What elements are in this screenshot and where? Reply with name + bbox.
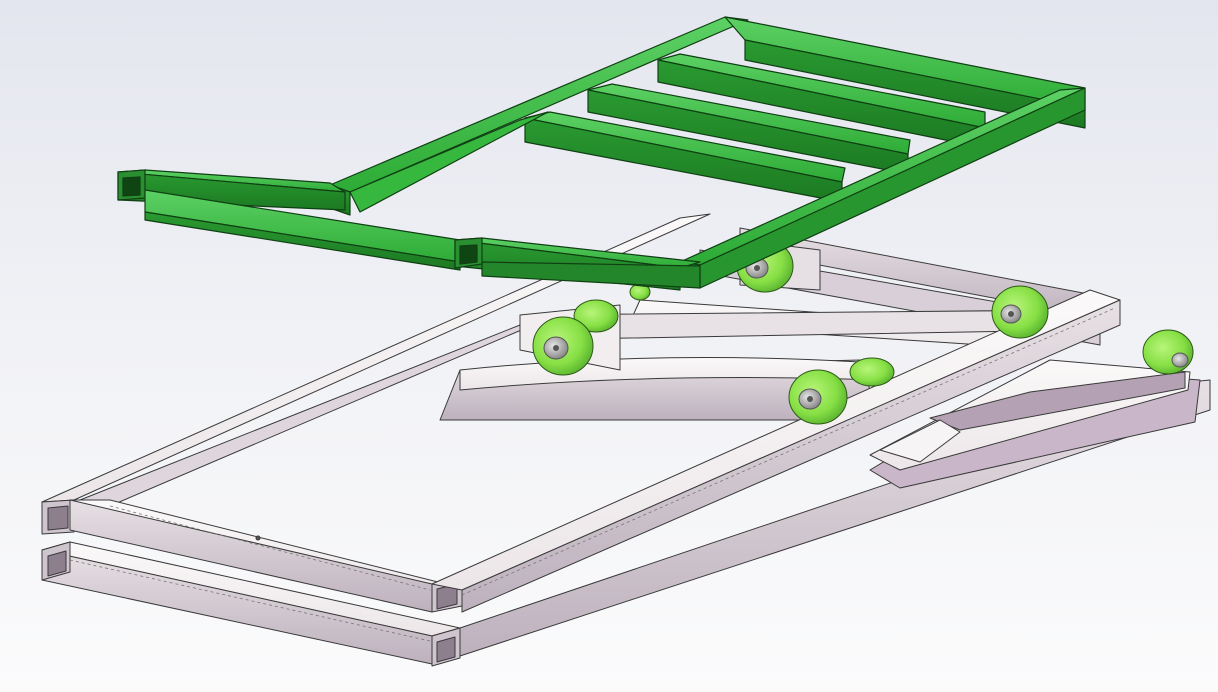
- wheel-7: [788, 369, 848, 425]
- wheel-5: [532, 316, 594, 376]
- upper-green-frame: [117, 16, 1086, 291]
- wheel-3: [1142, 329, 1194, 375]
- wheel-2: [991, 285, 1049, 339]
- wheel-6: [849, 357, 895, 387]
- wheel-4: [573, 299, 619, 333]
- middle-white-frame: [41, 213, 1121, 613]
- tow-hitch: [869, 359, 1201, 489]
